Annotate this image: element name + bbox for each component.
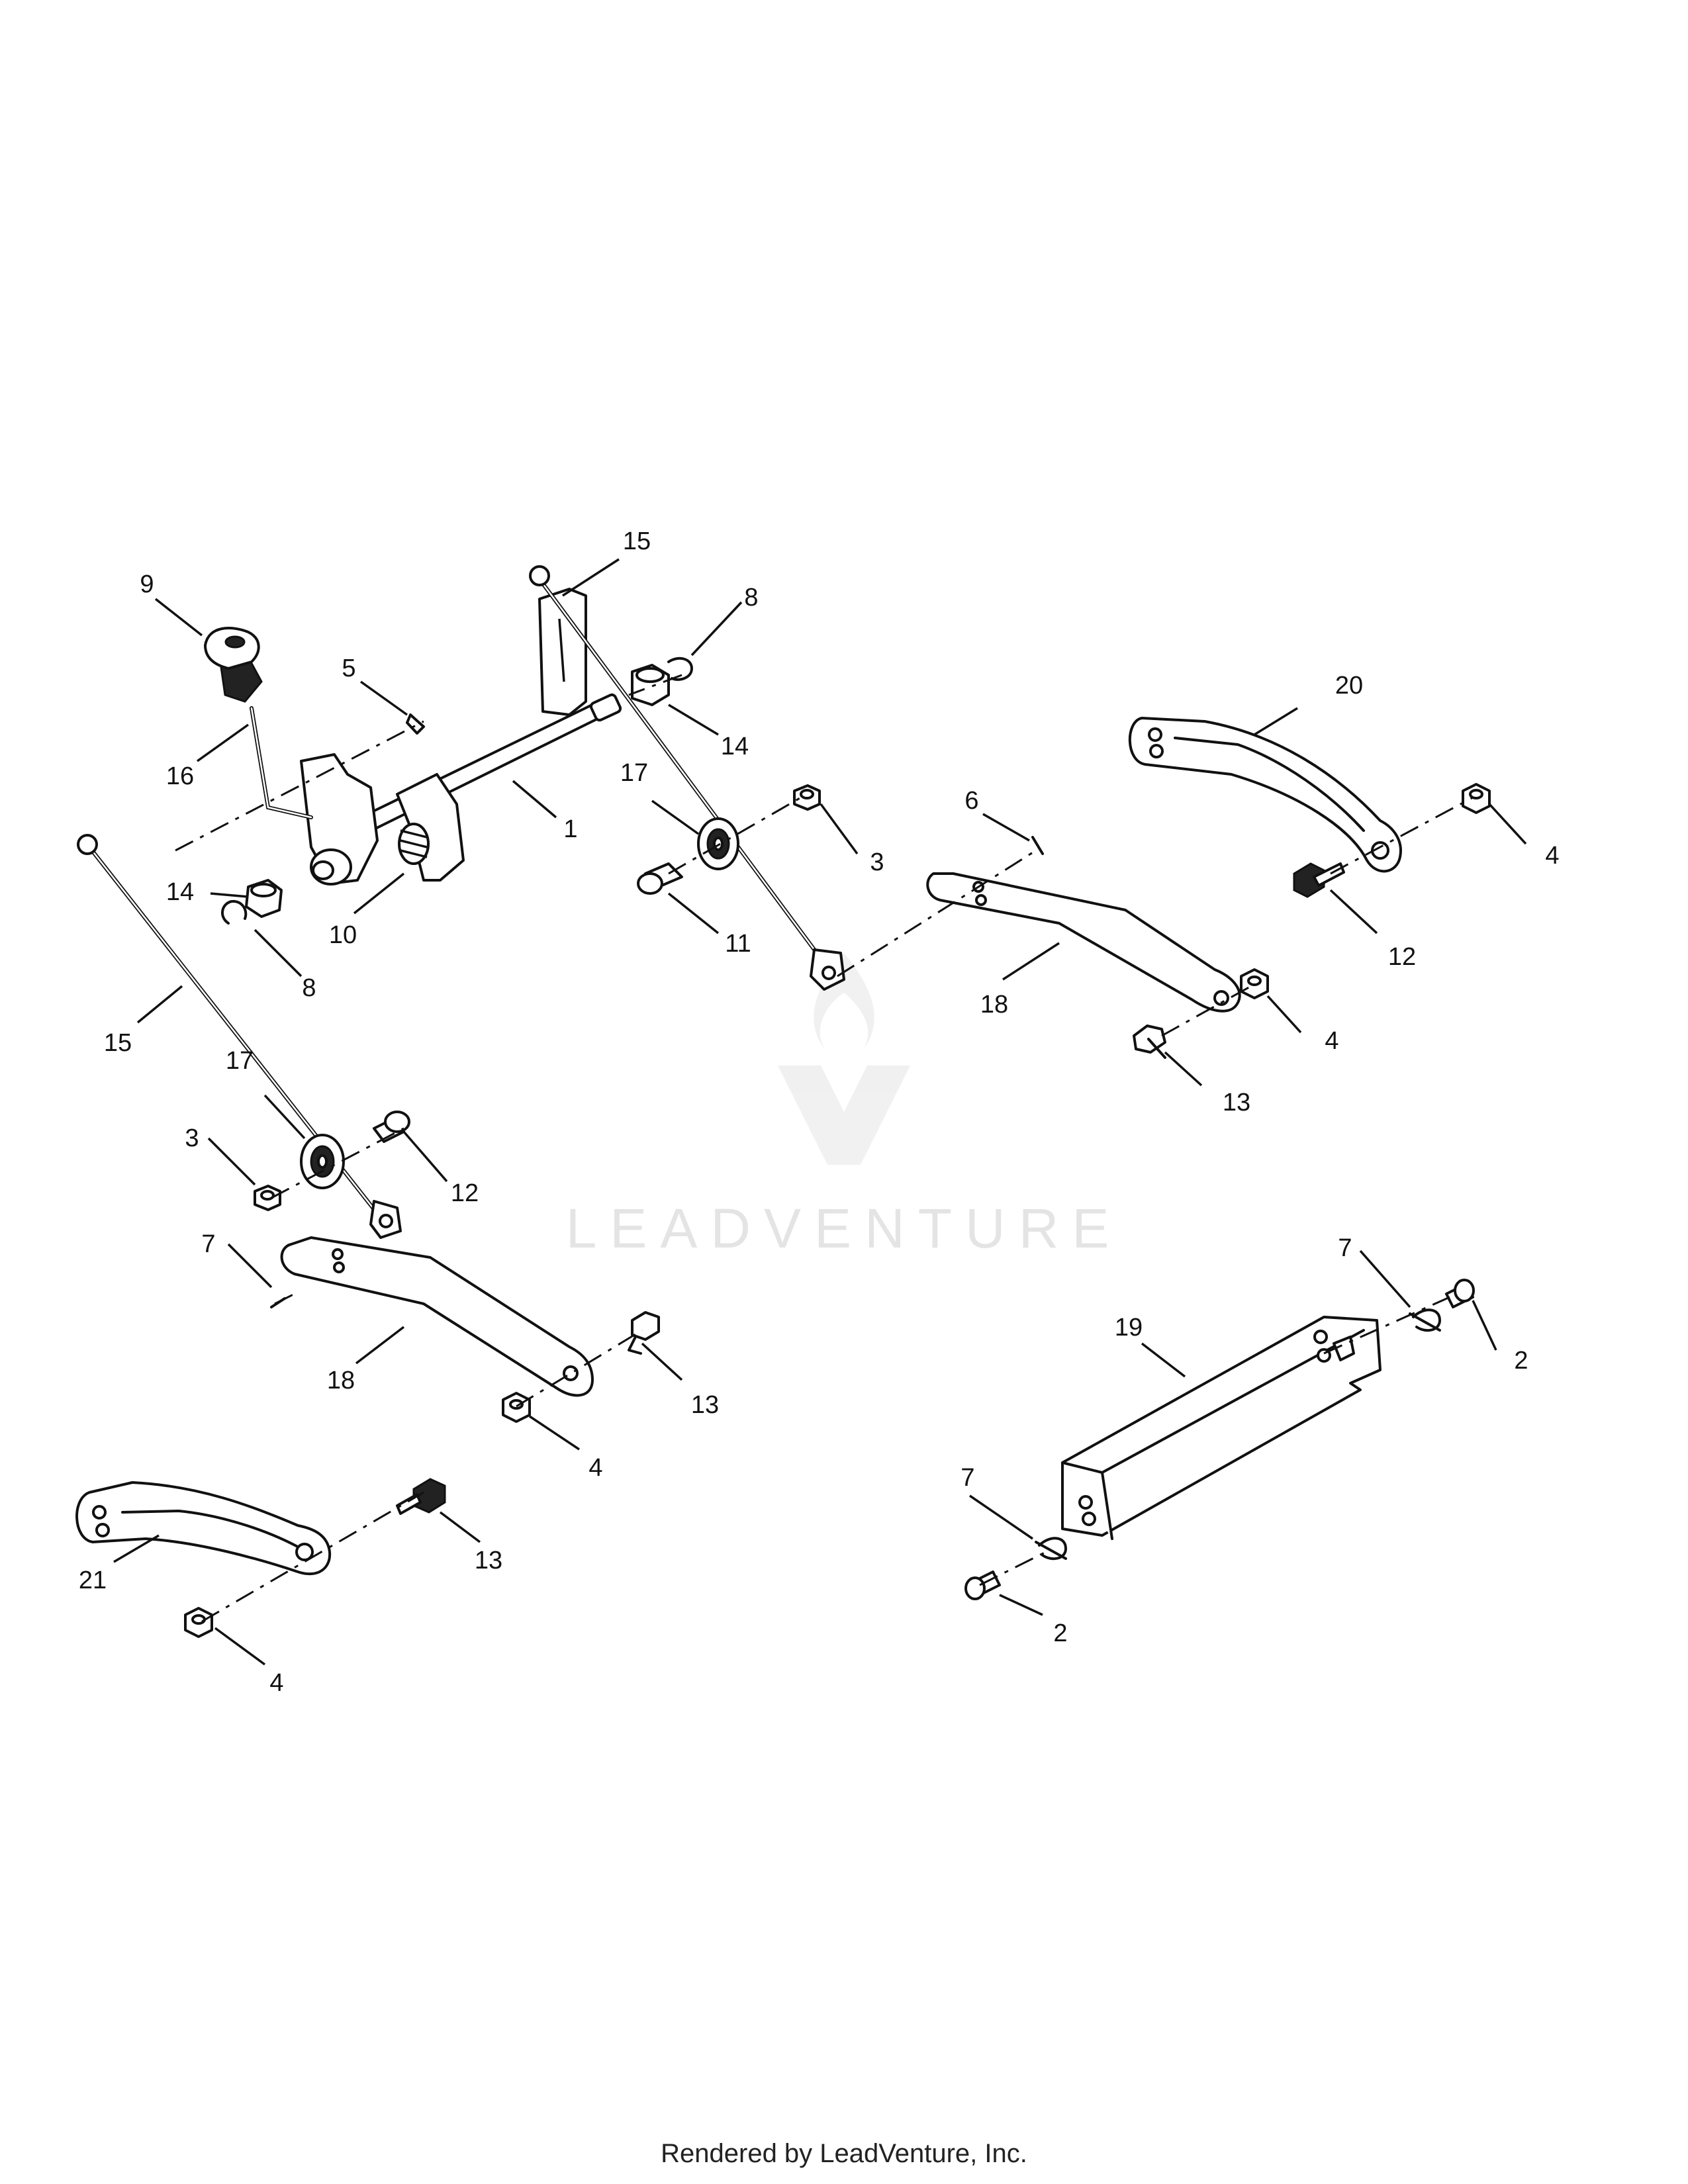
lift-handle-16 [250,706,313,819]
bushing-14-upper-icon [631,664,670,706]
nut-3-lower-icon [254,1185,281,1211]
callout-18a: 18 [980,991,1008,1019]
callout-21: 21 [79,1567,107,1594]
callout-2b: 2 [1053,1619,1067,1647]
callout-1: 1 [563,815,577,843]
shoulder-bolt-11-lower-icon [373,1111,410,1143]
callout-12b: 13 [475,1547,502,1574]
clevis-pin-2-lower-icon [964,1570,1001,1600]
hex-bolt-13-upper-icon [1133,1024,1166,1059]
hairpin-7-upper-icon [1409,1308,1441,1332]
callout-12a: 12 [1388,943,1416,971]
bracket-20 [1128,717,1402,873]
flange-nut-4-a-icon [1462,783,1491,814]
spring-10-icon [398,823,430,865]
rear-support-19 [1061,1316,1382,1540]
flange-nut-4-c-icon [502,1392,531,1423]
callout-2a: 2 [1514,1347,1528,1375]
callout-17b: 17 [226,1047,254,1075]
callout-18b: 18 [327,1367,355,1394]
callout-11b: 12 [451,1179,479,1207]
callout-8b: 8 [302,974,316,1002]
callout-4d: 4 [269,1669,283,1697]
callout-3b: 3 [185,1124,199,1152]
callout-19: 19 [1115,1314,1143,1342]
flange-nut-4-b-icon [1240,968,1269,999]
callout-4b: 4 [1325,1027,1338,1055]
e-clip-8-upper-icon [667,657,693,681]
callout-6a: 6 [964,787,978,815]
assembly-lines [175,674,1474,1623]
callout-7a: 7 [1338,1234,1352,1262]
callout-14b: 14 [166,878,194,906]
callout-13a: 13 [1223,1089,1250,1116]
footer-credit: Rendered by LeadVenture, Inc. [661,2139,1027,2168]
callout-6b: 7 [201,1230,215,1258]
bolt-12-upper-icon [1293,862,1345,898]
handle-knob-9-icon [204,627,263,703]
callout-8a: 8 [744,584,758,612]
callout-10: 10 [329,921,357,949]
callout-13b: 13 [691,1391,719,1419]
callout-4a: 4 [1545,842,1559,870]
watermark-logo-icon [778,953,910,1165]
hairpin-7-lower-icon [1035,1537,1067,1561]
callout-5: 5 [342,655,355,682]
callout-15a: 15 [623,527,651,555]
lift-shaft-assembly [300,588,622,886]
callout-7b: 7 [961,1464,974,1492]
shoulder-bolt-11-upper-icon [637,862,683,895]
callout-16: 16 [166,762,194,790]
cotter-pin-6-upper-icon [1031,836,1044,855]
hex-bolt-13-lower-icon [628,1311,660,1355]
callout-11a: 11 [725,930,751,958]
hairpin-5-icon [406,713,425,735]
leader-lines [113,558,1527,1666]
callout-labels: 9 5 16 1 15 8 14 17 3 11 14 8 10 15 17 3… [79,527,1560,1697]
callout-20: 20 [1335,672,1363,700]
e-clip-8-lower-icon [221,899,248,925]
bushing-14-lower-icon [310,848,352,886]
nut-3-upper-icon [793,784,821,811]
watermark-text: LEADVENTURE [565,1197,1123,1259]
lift-arm-18-upper [926,872,1241,1013]
clevis-pin-2-upper-icon [1445,1279,1475,1308]
callout-15b: 15 [104,1029,132,1057]
bracket-21 [75,1481,332,1576]
callout-9: 9 [140,570,154,598]
bolt-12-lower-icon [396,1478,446,1515]
lift-link-15-lower [77,834,402,1239]
callout-14a: 14 [721,733,749,760]
lift-link-15-upper [529,565,845,991]
pulley-17-lower-icon [300,1134,345,1189]
callout-17a: 17 [620,759,648,787]
bushing-14-left-icon [245,879,283,918]
callout-3a: 3 [870,848,884,876]
flange-nut-4-d-icon [184,1607,213,1638]
callout-4c: 4 [588,1454,602,1482]
pulley-17-upper-icon [697,817,739,870]
